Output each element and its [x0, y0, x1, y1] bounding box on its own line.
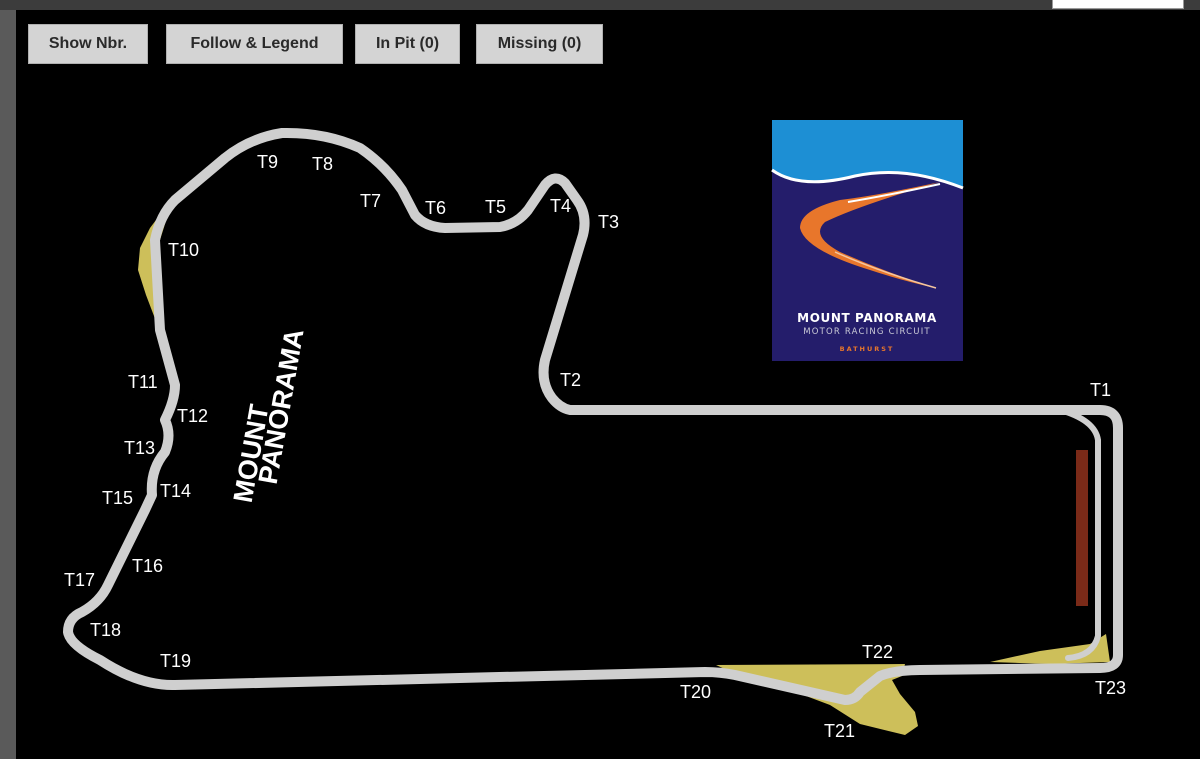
turn-label-t19: T19: [160, 651, 191, 671]
pit-lane: [1057, 407, 1101, 661]
track-map-panel: MOUNT PANORAMA T1 T2 T3 T4 T5 T6 T7 T8 T…: [16, 10, 1200, 759]
top-strip: [0, 0, 1200, 10]
pit-building: [1076, 450, 1088, 606]
turn-label-t23: T23: [1095, 678, 1126, 698]
race-track: [63, 127, 1123, 705]
turn-label-t15: T15: [102, 488, 133, 508]
turn-label-t17: T17: [64, 570, 95, 590]
turn-label-t13: T13: [124, 438, 155, 458]
turn-label-t18: T18: [90, 620, 121, 640]
circuit-logo: MOUNT PANORAMA MOTOR RACING CIRCUIT BATH…: [771, 120, 964, 361]
turn-label-t14: T14: [160, 481, 191, 501]
logo-location: BATHURST: [840, 345, 895, 353]
logo-swoosh-icon: [800, 182, 940, 288]
turn-label-t16: T16: [132, 556, 163, 576]
turn-label-t5: T5: [485, 197, 506, 217]
turn-label-t8: T8: [312, 154, 333, 174]
missing-button[interactable]: Missing (0): [476, 24, 603, 64]
in-pit-button[interactable]: In Pit (0): [355, 24, 460, 64]
turn-label-t2: T2: [560, 370, 581, 390]
track-map: MOUNT PANORAMA T1 T2 T3 T4 T5 T6 T7 T8 T…: [63, 120, 1126, 741]
turn-label-t20: T20: [680, 682, 711, 702]
turn-label-t7: T7: [360, 191, 381, 211]
turn-label-t12: T12: [177, 406, 208, 426]
turn-label-t21: T21: [824, 721, 855, 741]
logo-title: MOUNT PANORAMA: [797, 311, 937, 325]
logo-subtitle: MOTOR RACING CIRCUIT: [803, 327, 931, 337]
turn-label-t9: T9: [257, 152, 278, 172]
turn-label-t6: T6: [425, 198, 446, 218]
follow-legend-button[interactable]: Follow & Legend: [166, 24, 343, 64]
turn-label-t4: T4: [550, 196, 571, 216]
turn-label-t10: T10: [168, 240, 199, 260]
turn-label-t22: T22: [862, 642, 893, 662]
turn-label-t11: T11: [128, 372, 158, 392]
turn-label-t3: T3: [598, 212, 619, 232]
show-number-button[interactable]: Show Nbr.: [28, 24, 148, 64]
top-right-box: [1052, 0, 1184, 9]
turn-label-t1: T1: [1090, 380, 1111, 400]
